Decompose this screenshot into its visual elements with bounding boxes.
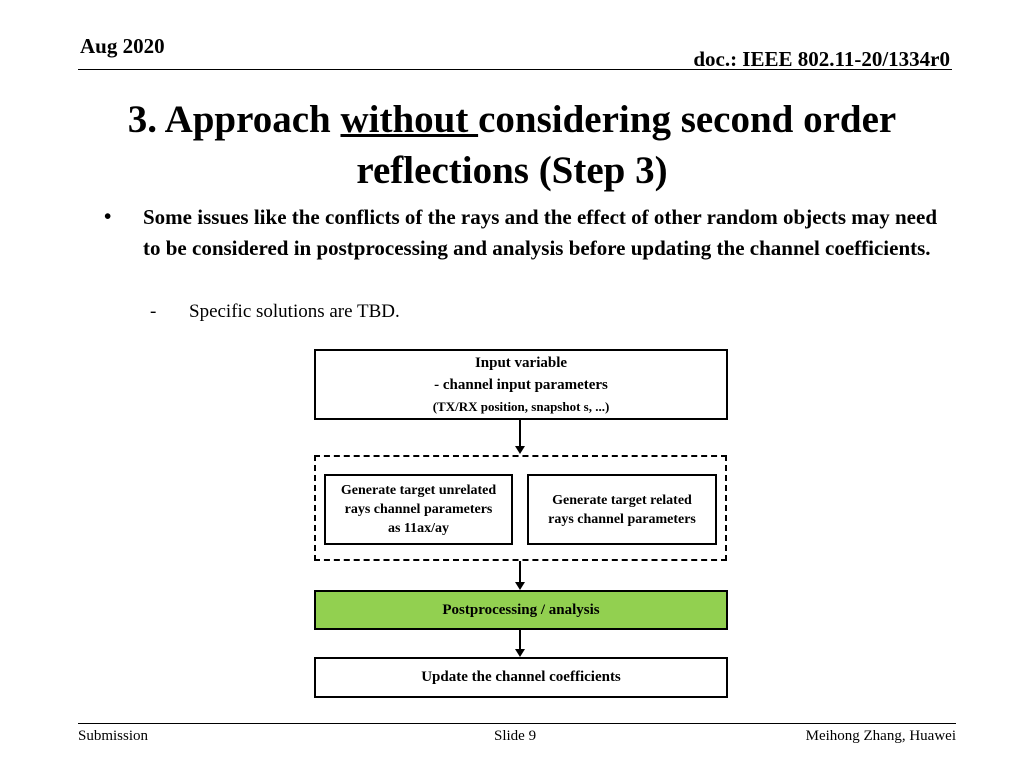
- slide-title: 3. Approach without considering second o…: [60, 94, 964, 196]
- arrow-head-icon: [515, 446, 525, 454]
- bullet-marker: •: [104, 204, 112, 228]
- postprocessing-label: Postprocessing / analysis: [442, 601, 600, 618]
- header-date: Aug 2020: [80, 34, 165, 58]
- dashed-group-frame: [314, 455, 727, 561]
- update-coefficients-box: Update the channel coefficients: [314, 657, 728, 698]
- unrelated-line2: rays channel parameters: [344, 502, 493, 517]
- arrow-connector: [519, 420, 521, 446]
- sub-bullet-text: Specific solutions are TBD.: [189, 301, 400, 322]
- input-line2: - channel input parameters: [434, 376, 608, 393]
- footer-divider: [78, 723, 956, 724]
- unrelated-line1: Generate target unrelated: [340, 483, 497, 498]
- postprocessing-box: Postprocessing / analysis: [314, 590, 728, 630]
- sub-bullet-marker: -: [150, 301, 157, 322]
- arrow-head-icon: [515, 582, 525, 590]
- input-variable-box: Input variable - channel input parameter…: [314, 349, 728, 420]
- unrelated-rays-box: Generate target unrelated rays channel p…: [324, 474, 513, 545]
- header-doc-id: doc.: IEEE 802.11-20/1334r0: [693, 47, 950, 71]
- title-part1: 3. Approach: [127, 98, 341, 141]
- footer-slide-number: Slide 9: [494, 728, 537, 744]
- arrow-head-icon: [515, 649, 525, 657]
- input-title: Input variable: [474, 354, 568, 371]
- related-rays-box: Generate target related rays channel par…: [527, 474, 717, 545]
- header-divider: [78, 69, 952, 70]
- related-line1: Generate target related: [552, 492, 692, 508]
- footer-submission: Submission: [78, 728, 149, 744]
- input-line3: (TX/RX position, snapshot s, ...): [432, 398, 610, 414]
- footer-author: Meihong Zhang, Huawei: [805, 728, 956, 744]
- title-part2: considering second order: [478, 98, 897, 141]
- arrow-connector: [519, 561, 521, 582]
- arrow-connector: [519, 630, 521, 649]
- update-label: Update the channel coefficients: [421, 669, 621, 685]
- unrelated-line3: as 11ax/ay: [387, 521, 450, 536]
- title-underlined-word: without: [340, 98, 479, 141]
- bullet-text: Some issues like the conflicts of the ra…: [143, 205, 938, 260]
- title-line2: reflections (Step 3): [356, 149, 668, 192]
- related-line2: rays channel parameters: [548, 511, 696, 527]
